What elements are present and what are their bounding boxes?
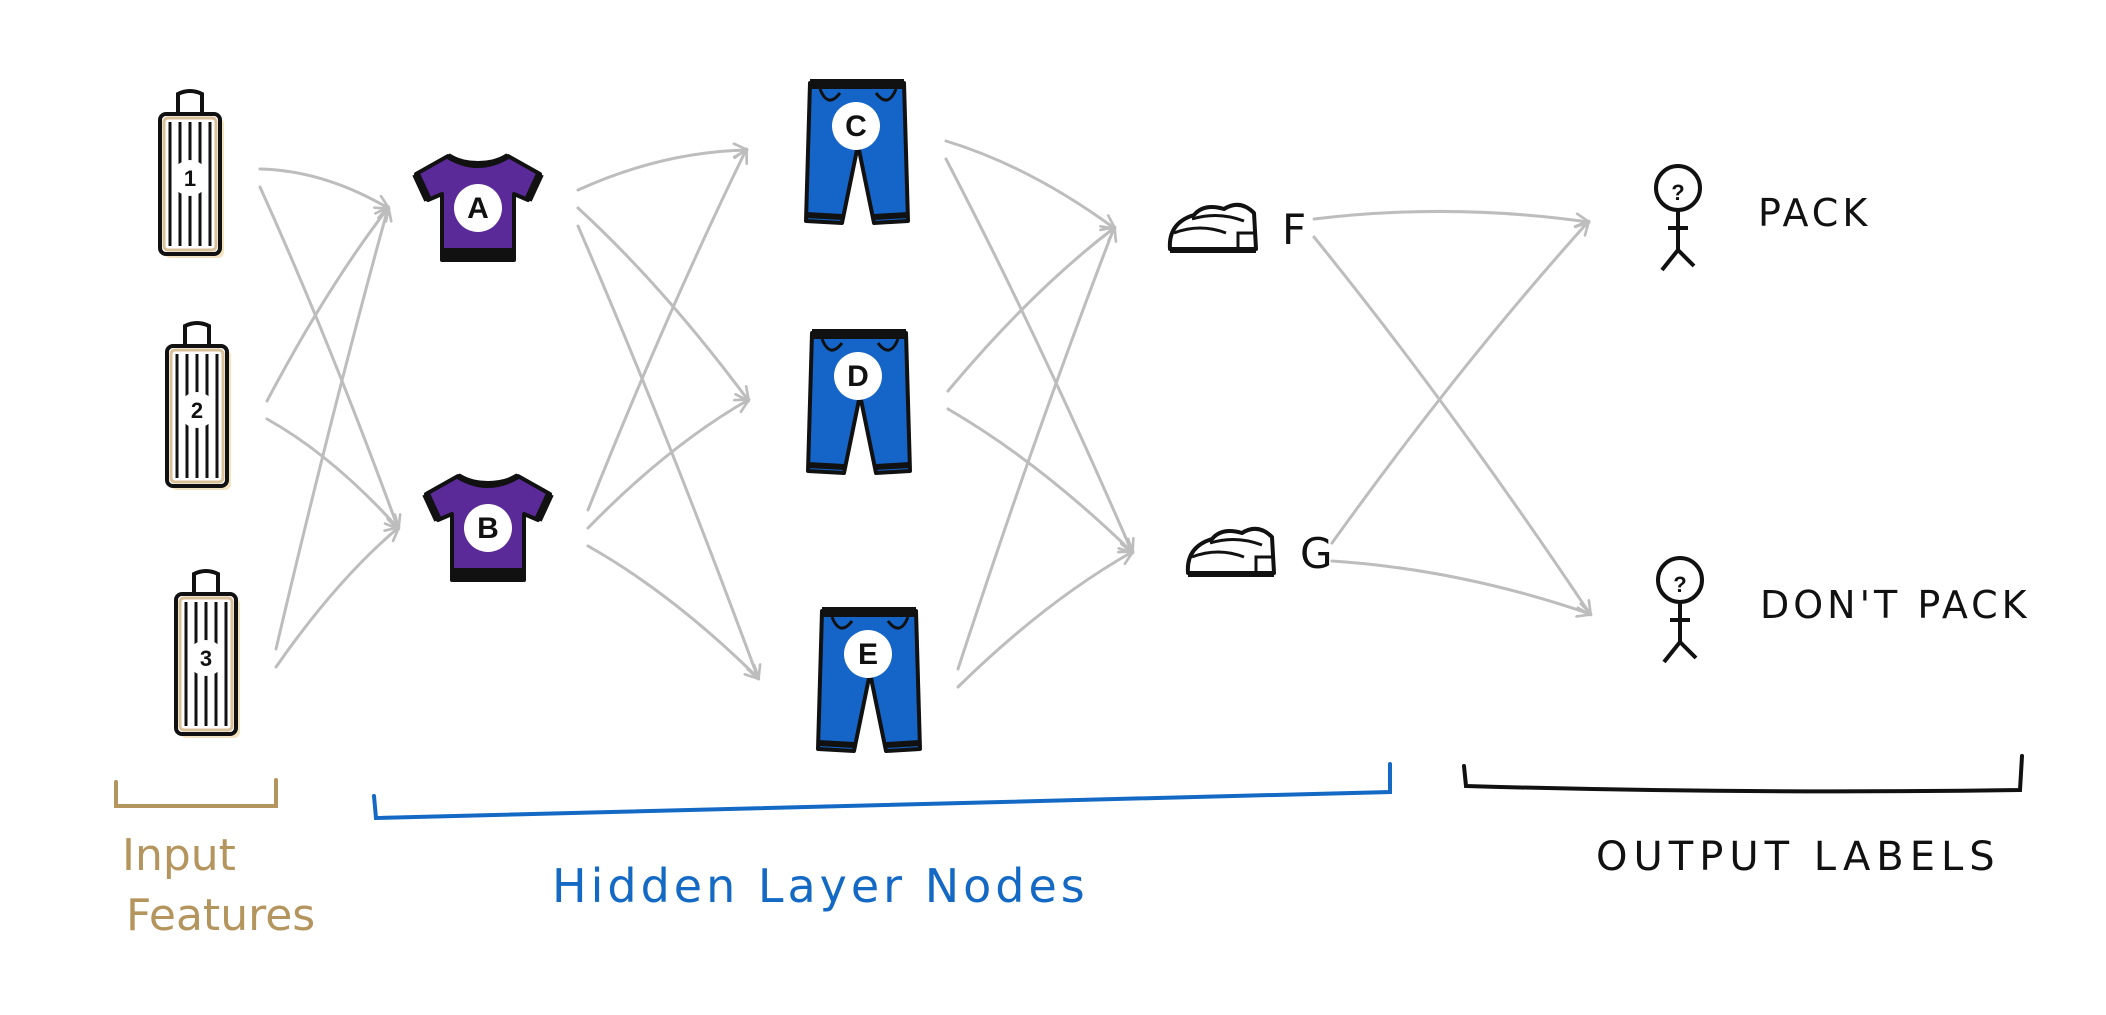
arrow-1-to-B: [258, 185, 402, 531]
arrow-D-to-F: [946, 225, 1117, 393]
arrow-E-to-G: [956, 550, 1135, 689]
hidden-bracket: [372, 762, 1392, 821]
node-3: 3: [174, 569, 242, 740]
node-badge: [832, 102, 880, 150]
arrow-A-to-D: [576, 206, 751, 403]
arrow-G-to-pack: [1330, 219, 1591, 545]
node-label: 2: [191, 398, 203, 423]
hidden-layer-group: Hidden Layer Nodes: [372, 762, 1392, 913]
node-d: D: [808, 329, 910, 473]
arrow-3-to-B: [274, 525, 401, 669]
output-label: DON'T PACK: [1760, 583, 2031, 627]
output-label: PACK: [1758, 191, 1871, 235]
arrow-3-to-A: [274, 205, 393, 651]
node-label: F: [1282, 205, 1306, 254]
arrow-F-to-pack: [1312, 209, 1591, 229]
arrow-1-to-A: [258, 167, 391, 211]
input-bracket: [114, 778, 278, 808]
arrow-E-to-F: [956, 225, 1118, 671]
arrow-2-to-A: [265, 205, 391, 403]
output-labels-group: OUTPUT LABELS: [1462, 754, 2024, 880]
question-mark: ?: [1671, 180, 1684, 205]
node-label: D: [847, 360, 869, 393]
input-label-line1: Input: [122, 830, 236, 881]
arrow-D-to-G: [946, 407, 1135, 555]
node-label: G: [1300, 529, 1333, 578]
node-label: C: [845, 110, 867, 143]
pants-icon: [808, 329, 910, 473]
node-badge: [179, 392, 215, 428]
arrow-A-to-E: [576, 224, 762, 681]
arrow-B-to-D: [586, 398, 751, 530]
output-labels-label: OUTPUT LABELS: [1596, 834, 2001, 880]
arrow-F-to-dont-pack: [1312, 235, 1593, 617]
arrow-C-to-F: [944, 139, 1117, 231]
node-badge: [834, 352, 882, 400]
node-1: 1: [158, 89, 226, 260]
hidden-layer-label: Hidden Layer Nodes: [552, 859, 1089, 913]
node-badge: [844, 630, 892, 678]
connection-arrows: [258, 139, 1593, 689]
arrow-2-to-B: [265, 417, 401, 531]
pants-icon: [818, 607, 920, 751]
node-label: 3: [200, 646, 212, 671]
node-pack: ? PACK: [1654, 164, 1871, 272]
node-badge: [454, 184, 502, 232]
node-g: G: [1185, 526, 1333, 578]
input-features-group: Input Features: [114, 778, 315, 941]
node-f: F: [1167, 202, 1306, 254]
arrow-B-to-C: [586, 147, 749, 512]
node-c: C: [806, 79, 908, 223]
node-b: B: [426, 476, 550, 580]
arrow-B-to-E: [586, 544, 761, 681]
node-2: 2: [165, 321, 233, 492]
node-label: E: [858, 638, 878, 671]
diagram-nodes: 1 2 3 A B C D E F G? PACK? DON'T PACK: [158, 79, 2031, 751]
arrow-A-to-C: [576, 142, 749, 192]
node-e: E: [818, 607, 920, 751]
node-badge: [188, 640, 224, 676]
node-badge: [172, 160, 208, 196]
arrow-C-to-G: [944, 157, 1135, 555]
node-label: 1: [184, 166, 196, 191]
arrow-G-to-dont-pack: [1330, 559, 1593, 618]
pants-icon: [806, 79, 908, 223]
node-label: B: [477, 512, 499, 545]
output-bracket: [1462, 754, 2024, 794]
input-label-line2: Features: [126, 890, 315, 941]
node-label: A: [467, 192, 489, 225]
node-badge: [464, 504, 512, 552]
bread-icon: [1185, 526, 1276, 577]
node-dont-pack: ? DON'T PACK: [1656, 556, 2031, 664]
node-a: A: [416, 156, 540, 260]
bread-icon: [1167, 202, 1258, 253]
question-mark: ?: [1673, 572, 1686, 597]
